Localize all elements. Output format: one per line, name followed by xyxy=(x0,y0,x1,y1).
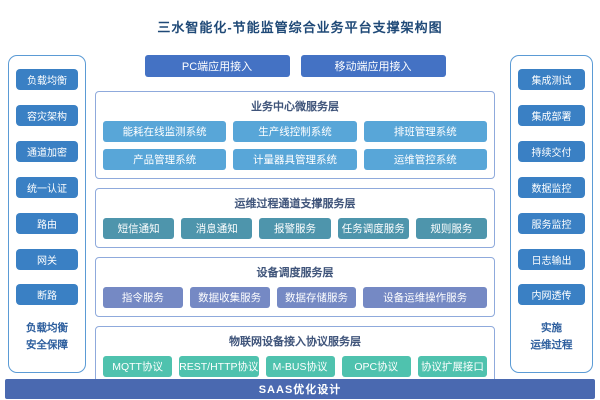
service-button: 协议扩展接口 xyxy=(417,356,488,377)
right-panel-item: 数据监控 xyxy=(518,176,585,198)
access-button: 移动端应用接入 xyxy=(300,55,446,77)
left-panel-footer-label-line: 负载均衡 xyxy=(26,322,68,335)
right-panel-item: 集成测试 xyxy=(518,69,585,90)
left-panel-item: 路由 xyxy=(16,212,78,234)
service-button: 规则服务 xyxy=(415,218,488,239)
left-panel-item: 网关 xyxy=(16,248,78,270)
service-button: 能耗在线监测系统 xyxy=(103,121,227,142)
section-row: 能耗在线监测系统生产线控制系统排班管理系统 xyxy=(103,121,487,142)
service-sections: 业务中心微服务层能耗在线监测系统生产线控制系统排班管理系统产品管理系统计量器具管… xyxy=(95,91,495,386)
access-button: PC端应用接入 xyxy=(144,55,290,77)
left-panel-item: 负载均衡 xyxy=(16,69,78,90)
section-rows: MQTT协议 REST/HTTP协议 M-BUS协议 OPC协议协议扩展接口 xyxy=(103,356,488,377)
section-row: 短信通知消息通知报警服务任务调度服务规则服务 xyxy=(103,218,488,239)
left-panel-footer-label-line: 安全保障 xyxy=(26,339,68,352)
right-panel-footer-label: 实施运维过程 xyxy=(531,320,573,354)
section-rows: 短信通知消息通知报警服务任务调度服务规则服务 xyxy=(103,218,488,239)
service-button: M-BUS协议 xyxy=(265,356,335,377)
left-panel-item: 统一认证 xyxy=(16,176,78,198)
section-rows: 能耗在线监测系统生产线控制系统排班管理系统产品管理系统计量器具管理系统运维管控系… xyxy=(103,121,487,170)
service-section: 运维过程通道支撑服务层短信通知消息通知报警服务任务调度服务规则服务 xyxy=(95,188,495,248)
service-button: 报警服务 xyxy=(259,218,331,239)
left-panel-item: 断路 xyxy=(16,284,78,306)
section-rows: 指令服务数据收集服务数据存储服务设备运维操作服务 xyxy=(103,287,487,308)
service-button: OPC协议 xyxy=(341,356,411,377)
section-row: 指令服务数据收集服务数据存储服务设备运维操作服务 xyxy=(103,287,487,308)
service-button: MQTT协议 xyxy=(103,356,173,377)
right-panel-item: 服务监控 xyxy=(518,212,585,234)
service-button: 运维管控系统 xyxy=(363,149,487,170)
service-button: 设备运维操作服务 xyxy=(363,287,487,308)
right-panel-footer-label-line: 实施 xyxy=(541,322,562,335)
service-button: 生产线控制系统 xyxy=(233,121,357,142)
page-title: 三水智能化-节能监管综合业务平台支撑架构图 xyxy=(157,20,443,35)
right-panel-item: 内网透传 xyxy=(518,284,585,306)
service-section: 设备调度服务层指令服务数据收集服务数据存储服务设备运维操作服务 xyxy=(95,257,495,317)
right-panel: 集成测试集成部署持续交付数据监控服务监控日志输出内网透传实施运维过程 xyxy=(510,55,593,373)
service-button: 任务调度服务 xyxy=(337,218,409,239)
service-button: 数据存储服务 xyxy=(276,287,357,308)
right-panel-item: 集成部署 xyxy=(518,104,585,126)
right-panel-item: 持续交付 xyxy=(518,140,585,162)
service-button: 短信通知 xyxy=(103,218,175,239)
section-title: 运维过程通道支撑服务层 xyxy=(234,198,356,210)
service-button: 排班管理系统 xyxy=(363,121,487,142)
left-panel-footer-label: 负载均衡安全保障 xyxy=(26,320,68,354)
service-button: 数据收集服务 xyxy=(189,287,270,308)
saas-footer-bar: SAAS优化设计 xyxy=(5,379,595,399)
section-row: 产品管理系统计量器具管理系统运维管控系统 xyxy=(103,149,487,170)
service-section: 物联网设备接入协议服务层 MQTT协议 REST/HTTP协议 M-BUS协议 OPC协… xyxy=(95,326,495,386)
section-title: 物联网设备接入协议服务层 xyxy=(229,336,361,348)
service-button: 产品管理系统 xyxy=(103,149,227,170)
center-column: PC端应用接入移动端应用接入 业务中心微服务层能耗在线监测系统生产线控制系统排班… xyxy=(95,55,495,395)
application-access-row: PC端应用接入移动端应用接入 xyxy=(95,55,495,77)
section-title: 业务中心微服务层 xyxy=(251,101,339,113)
right-panel-footer-label-line: 运维过程 xyxy=(530,339,573,352)
section-title: 设备调度服务层 xyxy=(256,267,334,279)
left-panel-item: 通道加密 xyxy=(16,140,78,162)
service-button: 计量器具管理系统 xyxy=(233,149,357,170)
service-button: REST/HTTP协议 xyxy=(179,356,259,377)
left-panel: 负载均衡容灾架构通道加密统一认证路由网关断路负载均衡安全保障 xyxy=(8,55,86,373)
service-section: 业务中心微服务层能耗在线监测系统生产线控制系统排班管理系统产品管理系统计量器具管… xyxy=(95,91,495,179)
service-button: 消息通知 xyxy=(181,218,253,239)
left-panel-item: 容灾架构 xyxy=(16,104,78,126)
right-panel-item: 日志输出 xyxy=(518,248,585,270)
service-button: 指令服务 xyxy=(103,287,183,308)
section-row: MQTT协议 REST/HTTP协议 M-BUS协议 OPC协议协议扩展接口 xyxy=(103,356,488,377)
